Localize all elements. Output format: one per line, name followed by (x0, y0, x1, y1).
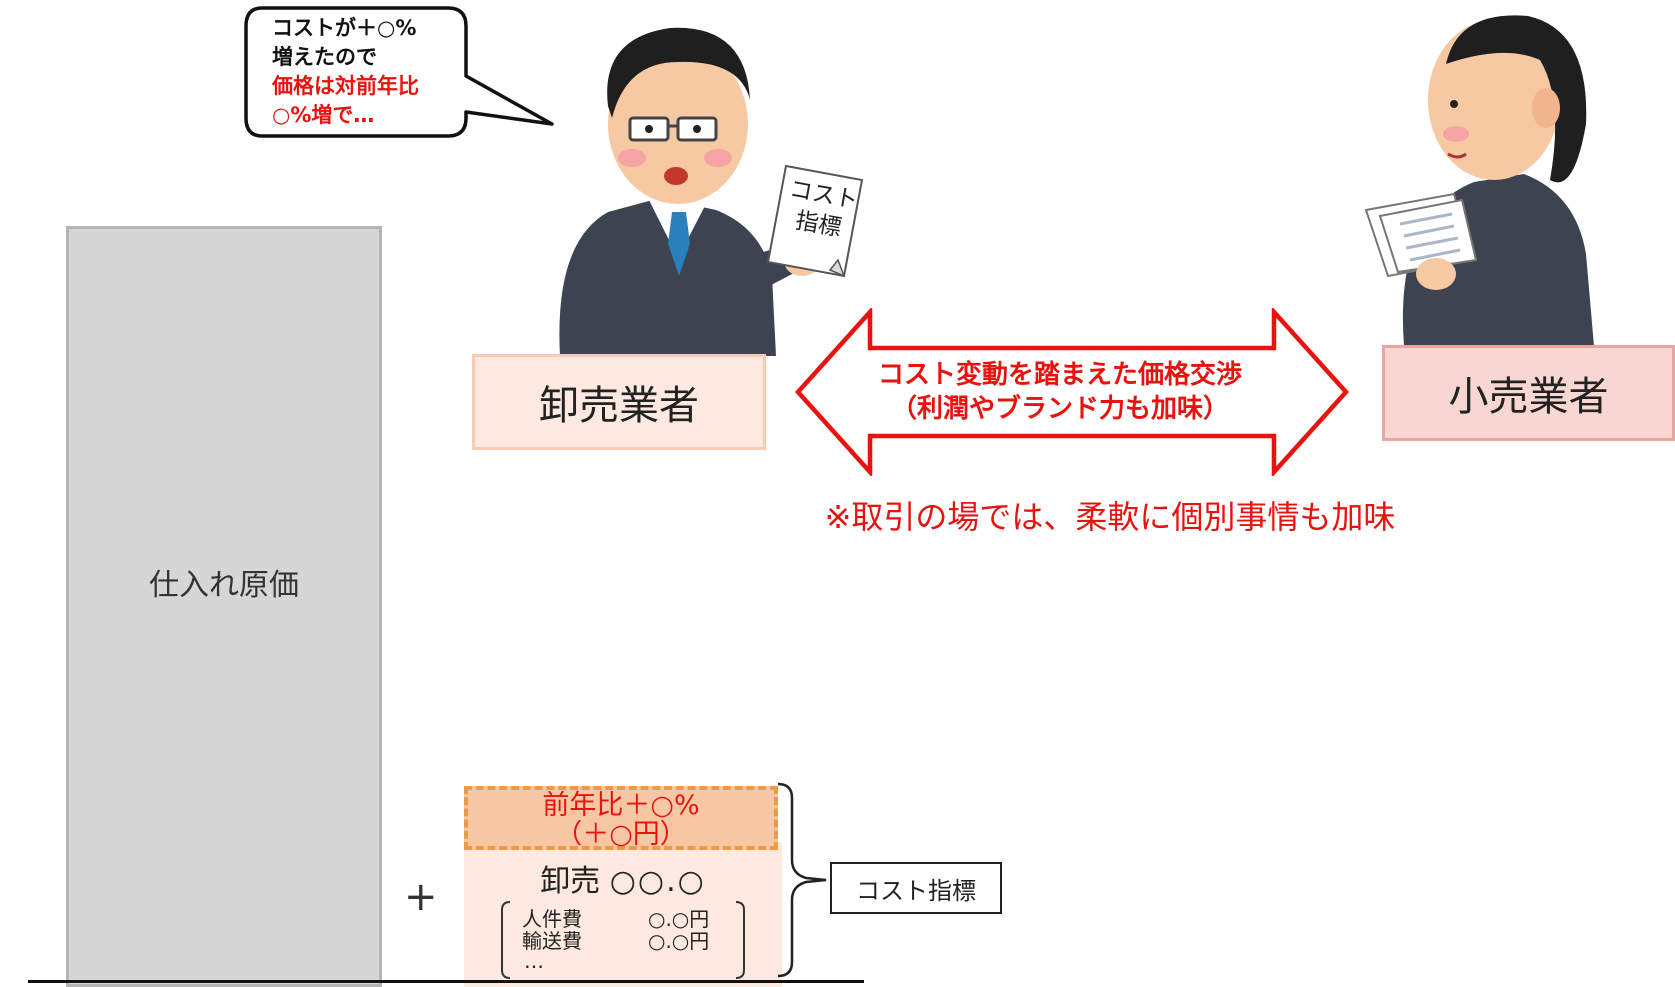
cost-item-name: … (524, 949, 544, 973)
cost-item-name: 輸送費 (522, 929, 582, 953)
year-on-year-increase-box: 前年比＋○% （＋○円） (464, 786, 778, 850)
wholesale-value: ○○.○ (609, 864, 706, 899)
speech-line-1: コストが＋○% (272, 16, 417, 40)
retailer-label: 小売業者 (1448, 374, 1609, 420)
wholesaler-box: 卸売業者 (472, 354, 766, 450)
purchase-cost-label: 仕入れ原価 (149, 568, 299, 603)
cost-item-value: ○.○円 (648, 929, 710, 953)
cost-item-row: ○.○円 (648, 908, 709, 930)
wholesale-index-title: 卸売 ○○.○ (464, 856, 782, 900)
baseline (28, 980, 864, 983)
retailer-illustration (1364, 15, 1594, 346)
cost-item-row: ○.○円 (648, 930, 709, 952)
cost-item-name: 人件費 (522, 907, 582, 931)
cost-item-row: 人件費 (522, 908, 582, 930)
increase-line-1: 前年比＋○% (542, 790, 700, 821)
speech-line-3: 価格は対前年比 (272, 74, 419, 98)
negotiation-note: ※取引の場では、柔軟に個別事情も加味 (824, 498, 1396, 536)
index-brace (777, 782, 827, 978)
negotiation-text: コスト変動を踏まえた価格交渉 （利潤やブランド力も加味） (840, 358, 1280, 426)
document-label: コスト 指標 (781, 174, 860, 245)
cost-index-box: コスト指標 (830, 862, 1002, 914)
increase-line-2: （＋○円） (555, 819, 687, 850)
negotiation-arrow (794, 308, 1350, 476)
cost-index-label: コスト指標 (856, 876, 976, 905)
retailer-box: 小売業者 (1382, 345, 1675, 441)
negotiation-line-1: コスト変動を踏まえた価格交渉 (877, 360, 1242, 390)
speech-line-4: ○%増で… (272, 103, 375, 127)
cost-item-row: … (524, 950, 544, 972)
cost-item-row: 輸送費 (522, 930, 582, 952)
negotiation-line-2: （利潤やブランド力も加味） (890, 394, 1229, 424)
wholesaler-label: 卸売業者 (539, 383, 699, 429)
cost-item-value: ○.○円 (648, 907, 710, 931)
wholesale-label: 卸売 (540, 864, 601, 899)
plus-sign: + (404, 874, 438, 920)
speech-line-2: 増えたので (272, 45, 377, 69)
item-brackets (501, 901, 745, 979)
purchase-cost-column (66, 226, 382, 987)
speech-text: コストが＋○% 増えたので 価格は対前年比 ○%増で… (272, 14, 472, 130)
wholesaler-illustration (559, 27, 864, 356)
wholesale-cost-box (464, 842, 782, 987)
